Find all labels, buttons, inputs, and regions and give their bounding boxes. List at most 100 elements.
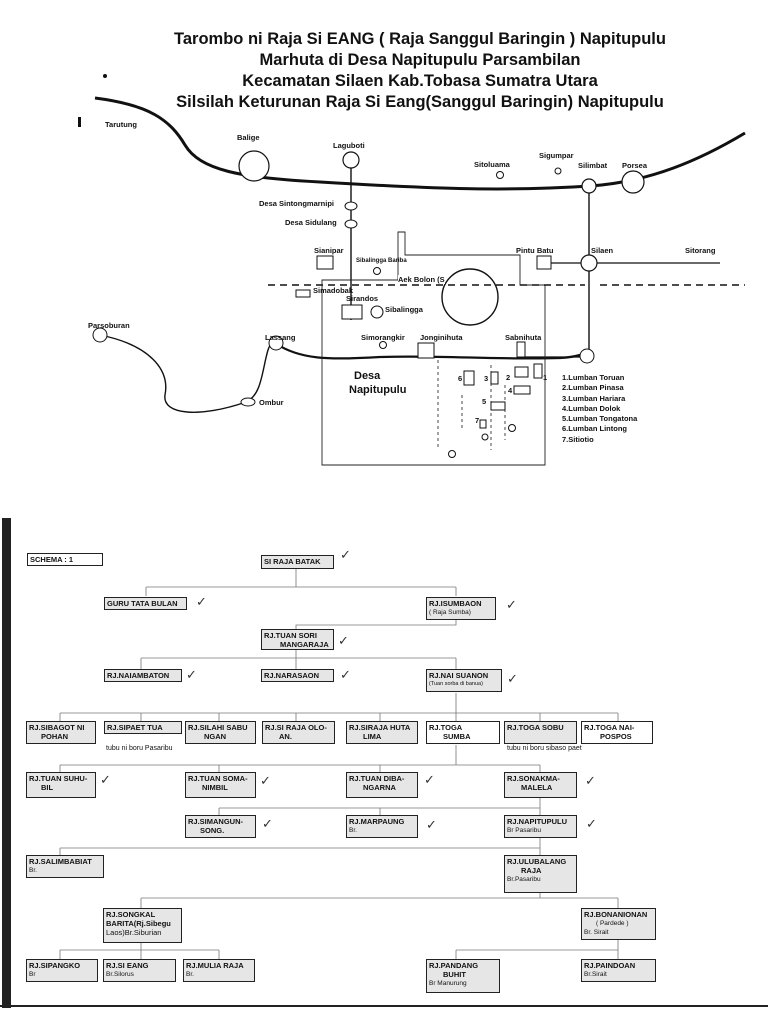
inner-dashed-line <box>437 360 506 450</box>
node-text: RJ.TUAN SUHU- <box>29 774 88 783</box>
label-sibalingga: Sibalingga <box>385 305 423 314</box>
label-balige: Balige <box>237 133 260 142</box>
node-toga-sumba: RJ.TOGA SUMBA <box>426 721 500 744</box>
marker-2 <box>514 366 529 378</box>
checkmark-icon: ✓ <box>338 633 349 648</box>
node-text: RJ.BONANIONAN <box>584 910 648 919</box>
checkmark-icon: ✓ <box>507 671 518 686</box>
node-text: RJ.SI EANG <box>106 961 149 970</box>
marker-jonginihuta <box>417 342 435 359</box>
node-marpaung: RJ.MARPAUNG Br. <box>346 815 418 838</box>
map-number-4: 4 <box>508 386 513 395</box>
town-sigumpar <box>554 167 562 175</box>
node-subtext: Br <box>29 971 36 978</box>
checkmark-icon: ✓ <box>340 667 351 682</box>
town-sibalingga <box>370 305 384 319</box>
label-porsea: Porsea <box>622 161 648 170</box>
node-bonanionan: RJ.BONANIONAN ( Pardede ) Br. Sirait <box>581 908 656 940</box>
node-text: BIL <box>41 783 54 792</box>
node-subtext: (Tuan sorba di banua) <box>429 681 483 687</box>
town-east-junction <box>579 348 595 364</box>
label-tarutung: Tarutung <box>105 120 137 129</box>
node-text: RJ.TOGA NAI- <box>584 723 635 732</box>
label-sianipar: Sianipar <box>314 246 344 255</box>
label-silimbat: Silimbat <box>578 161 608 170</box>
node-text: LIMA <box>363 732 382 741</box>
title-line-1: Tarombo ni Raja Si EANG ( Raja Sanggul B… <box>174 30 666 48</box>
label-aek-bolon: Aek Bolon (S <box>398 275 445 284</box>
title-line-2: Marhuta di Desa Napitupulu Parsambilan <box>259 51 581 69</box>
marker-pintu-batu <box>536 255 552 270</box>
road-parsoburan-ombur <box>99 334 276 413</box>
village-dot-a <box>508 424 516 432</box>
legend-item: 5.Lumban Tongatona <box>562 414 638 424</box>
node-text: RJ.SIMANGUN- <box>188 817 244 826</box>
map-legend: 1.Lumban Toruan 2.Lumban Pinasa 3.Lumban… <box>562 373 637 445</box>
legend-item: 2.Lumban Pinasa <box>562 383 624 393</box>
node-text: RJ.SILAHI SABU <box>188 723 248 732</box>
main-road <box>94 96 746 191</box>
node-silahi-sabungan: RJ.SILAHI SABU NGAN <box>185 721 256 744</box>
node-text: POSPOS <box>600 732 632 741</box>
label-sidulang: Desa Sidulang <box>285 218 337 227</box>
node-text: RJ.SONAKMA- <box>507 774 560 783</box>
node-text: RJ.SONGKAL <box>106 910 156 919</box>
marker-simadobak <box>295 289 311 298</box>
label-pintu-batu: Pintu Batu <box>516 246 554 255</box>
node-tuan-dibangarna: RJ.TUAN DIBA- NGARNA <box>346 772 418 798</box>
node-text: RJ.ULUBALANG <box>507 857 567 866</box>
checkmark-icon: ✓ <box>340 547 351 562</box>
node-text: BUHIT <box>443 970 466 979</box>
checkmark-icon: ✓ <box>424 772 435 787</box>
node-subtext: ( Raja Sumba) <box>429 609 471 616</box>
node-text: BARITA(Rj.Sibegu <box>106 919 171 928</box>
node-sipangko: RJ.SIPANGKO Br <box>26 959 98 982</box>
node-text: RJ.SIBAGOT NI <box>29 723 85 732</box>
node-text: RJ.MULIA RAJA <box>186 961 244 970</box>
town-sibalingga-bariba <box>373 267 381 275</box>
map-number-5: 5 <box>482 397 487 406</box>
node-narasaon: RJ.NARASAON <box>261 669 334 682</box>
schema-label: SCHEMA : 1 <box>27 553 103 566</box>
node-si-raja-batak: SI RAJA BATAK <box>261 555 334 569</box>
checkmark-icon: ✓ <box>506 597 517 612</box>
town-parsoburan <box>92 327 108 343</box>
node-text: POHAN <box>41 732 69 741</box>
node-subtext: Br. <box>186 971 194 978</box>
node-paindoan: RJ.PAINDOAN Br.Sirait <box>581 959 656 982</box>
label-silaen: Silaen <box>591 246 614 255</box>
checkmark-icon: ✓ <box>426 817 437 832</box>
node-text: SONG. <box>200 826 225 835</box>
note-tubu-pasaribu: tubu ni boru Pasaribu <box>106 745 173 752</box>
node-mulia-raja: RJ.MULIA RAJA Br. <box>183 959 255 982</box>
legend-item: 6.Lumban Lintong <box>562 424 627 434</box>
label-sitorang: Sitorang <box>685 246 716 255</box>
node-text: SUMBA <box>443 732 471 741</box>
node-subtext: Br.Pasaribu <box>507 876 541 883</box>
note-tubu-sibaso: tubu ni boru sibaso paet <box>507 745 582 752</box>
map-number-1: 1 <box>543 373 548 382</box>
town-sitoluama <box>496 171 504 179</box>
label-sintongmarnipi: Desa Sintongmarnipi <box>259 199 335 208</box>
marker-5 <box>490 401 506 411</box>
node-si-eang: RJ.SI EANG Br.Silorus <box>103 959 176 982</box>
label-sirandos: Sirandos <box>346 294 379 303</box>
node-text: RJ.TUAN SOMA- <box>188 774 248 783</box>
town-simorangkir <box>379 341 387 349</box>
node-siraja-huta-lima: RJ.SIRAJA HUTA LIMA <box>346 721 418 744</box>
checkmark-icon: ✓ <box>585 773 596 788</box>
marker-4 <box>513 385 531 395</box>
label-simadobak: Simadobak <box>313 286 354 295</box>
node-toga-sobu: RJ.TOGA SOBU <box>504 721 577 744</box>
map-number-3: 3 <box>484 374 489 383</box>
title-line-4: Silsilah Keturunan Raja Si Eang(Sanggul … <box>176 93 664 111</box>
scan-bottom-line <box>0 1005 768 1007</box>
family-tree-connectors <box>59 568 619 959</box>
node-text: RJ.MARPAUNG <box>349 817 405 826</box>
node-text: RJ.TOGA <box>429 723 463 732</box>
checkmark-icon: ✓ <box>100 772 111 787</box>
label-laguboti: Laguboti <box>333 141 365 150</box>
node-text: NIMBIL <box>202 783 228 792</box>
lake-aek-bolon <box>441 268 499 326</box>
node-subtext: Br. <box>29 867 37 874</box>
